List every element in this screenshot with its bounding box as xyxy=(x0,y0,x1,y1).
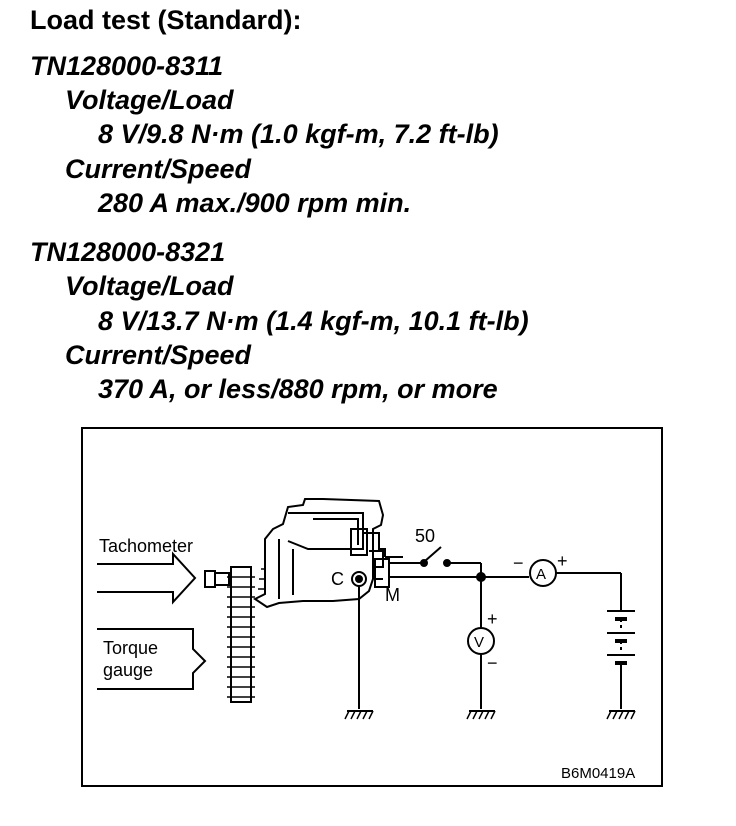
voltage-load-label-8311: Voltage/Load xyxy=(65,85,234,115)
spec-heading: Load test (Standard): xyxy=(30,5,302,35)
voltmeter-symbol: V xyxy=(474,634,484,651)
tachometer-label: Tachometer xyxy=(99,536,193,556)
coupling-shaft xyxy=(214,572,230,586)
voltmeter-minus: − xyxy=(487,653,498,673)
battery xyxy=(607,610,635,709)
switch-50 xyxy=(399,546,482,577)
torque-gauge-arrow xyxy=(97,628,207,690)
terminal-50-label: 50 xyxy=(415,526,435,546)
torque-label-line2: gauge xyxy=(103,660,153,680)
model-number-8311: TN128000-8311 xyxy=(30,51,224,81)
flywheel-gear xyxy=(227,566,255,703)
ground-symbol-voltmeter xyxy=(466,710,496,720)
current-speed-label-8321: Current/Speed xyxy=(65,340,252,370)
terminal-c-center xyxy=(355,575,363,583)
solenoid xyxy=(350,528,403,588)
ground-symbol-c xyxy=(344,710,374,720)
terminal-m-label: M xyxy=(385,585,400,605)
voltage-load-value-8321: 8 V/13.7 N·m (1.4 kgf-m, 10.1 ft-lb) xyxy=(98,306,529,336)
tachometer-arrow xyxy=(97,551,197,605)
model-number-8321: TN128000-8321 xyxy=(30,237,226,267)
tachometer-coupling xyxy=(204,570,216,588)
ammeter-symbol: A xyxy=(536,566,546,583)
voltage-load-value-8311: 8 V/9.8 N·m (1.0 kgf-m, 7.2 ft-lb) xyxy=(98,119,499,149)
torque-label-line1: Torque xyxy=(103,638,158,658)
ammeter-minus: − xyxy=(513,553,524,573)
current-speed-label-8311: Current/Speed xyxy=(65,154,252,184)
current-speed-value-8321: 370 A, or less/880 rpm, or more xyxy=(98,374,498,404)
current-speed-value-8311: 280 A max./900 rpm min. xyxy=(98,188,412,218)
ground-symbol-battery xyxy=(606,710,636,720)
figure-code: B6M0419A xyxy=(561,765,635,782)
ammeter-plus: + xyxy=(557,551,568,571)
voltage-load-label-8321: Voltage/Load xyxy=(65,271,234,301)
terminal-c-label: C xyxy=(331,569,344,589)
starter-motor xyxy=(253,498,385,609)
load-test-circuit-figure: Tachometer Torque gauge 50 C M A V − + +… xyxy=(81,427,663,787)
circuit-diagram: Tachometer Torque gauge 50 C M A V − + +… xyxy=(97,498,636,782)
voltmeter-plus: + xyxy=(487,609,498,629)
load-test-spec: Load test (Standard): TN128000-8311 Volt… xyxy=(30,5,529,404)
